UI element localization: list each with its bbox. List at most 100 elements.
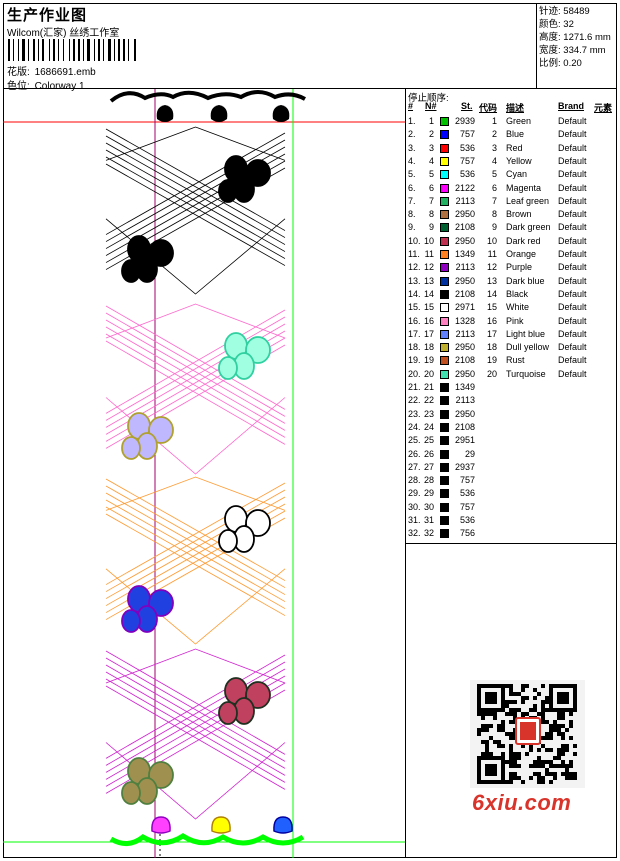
seq-num: 3. [408,142,416,153]
seq-brand: Default [558,182,587,193]
qr-code-icon [470,680,585,788]
color-swatch [440,422,449,432]
seq-stitches: 2113 [455,195,475,206]
pattern-label: 花版: [7,67,30,78]
color-swatch [440,250,449,259]
seq-code: 14 [486,288,497,299]
seq-num: 31. [408,515,421,525]
seq-brand: Default [558,368,587,379]
color-swatch [440,303,449,313]
seq-code: 5 [491,169,497,180]
seq-no: 17 [423,328,434,339]
seq-desc: Orange [506,249,537,259]
seq-no: 6 [428,182,434,193]
seq-num: 10. [408,235,421,246]
seq-brand: Default [558,129,587,140]
seq-num: 17. [408,328,421,339]
seq-num: 30. [408,501,421,512]
barcode-icon [8,39,136,61]
color-swatch [440,383,449,392]
seq-desc: Dark blue [506,275,545,286]
seq-stitches: 1349 [454,249,475,259]
seq-desc: Dark green [506,222,551,233]
color-swatch [440,489,449,499]
seq-code: 16 [486,315,497,326]
stat-width: 宽度: 334.7 mm [539,45,606,56]
seq-num: 1. [408,116,416,126]
seq-stitches: 2950 [454,275,475,286]
seq-num: 23. [408,408,421,419]
seq-stitches: 2113 [455,262,475,273]
seq-no: 19 [423,355,434,366]
color-swatch [440,529,449,539]
site-watermark: 6xiu.com [472,790,572,815]
seq-code: 18 [486,342,497,353]
pattern-line: 花版: 1686691.emb [7,63,96,78]
seq-code: 12 [486,262,497,273]
seq-no: 25 [423,435,434,446]
seq-num: 2. [408,129,416,140]
color-swatch [440,449,449,459]
seq-code: 7 [491,195,497,206]
seq-desc: Purple [506,262,533,273]
color-swatch [440,276,449,286]
color-swatch [440,223,449,233]
seq-no: 7 [428,195,434,206]
seq-stitches: 1349 [454,382,475,392]
color-swatch [440,170,449,180]
col-num: # [408,101,414,111]
color-swatch [440,329,449,339]
color-swatch [440,343,449,353]
seq-desc: Blue [506,129,525,140]
seq-num: 20. [408,368,421,379]
colorway-line: 色位: Colorway 1 [7,77,85,92]
seq-num: 22. [408,395,421,406]
seq-stitches: 2937 [454,461,475,472]
seq-num: 16. [408,315,421,326]
seq-code: 6 [491,182,497,193]
seq-no: 16 [423,315,434,326]
seq-no: 5 [428,169,434,180]
seq-no: 9 [428,222,434,233]
seq-num: 9. [408,222,416,233]
col-brand: Brand [558,101,585,111]
seq-no: 18 [423,342,434,353]
color-swatch [440,196,449,206]
seq-stitches: 536 [459,142,475,153]
seq-desc: Red [506,142,523,153]
seq-stitches: 536 [459,515,475,525]
seq-desc: Turquoise [506,368,546,379]
color-swatch [440,462,449,472]
seq-brand: Default [558,249,587,259]
color-swatch [440,130,449,140]
seq-brand: Default [558,235,587,246]
seq-code: 19 [486,355,497,366]
color-swatch [440,369,449,379]
seq-num: 27. [408,461,421,472]
seq-stitches: 2122 [454,182,475,193]
seq-stitches: 2971 [454,302,475,313]
seq-code: 2 [491,129,497,140]
seq-desc: Magenta [506,182,542,193]
sheet-frame [3,3,617,858]
seq-brand: Default [558,342,587,353]
seq-num: 6. [408,182,416,193]
seq-stitches: 2113 [455,395,475,406]
seq-brand: Default [558,302,587,313]
seq-num: 13. [408,275,421,286]
seq-brand: Default [558,315,587,326]
